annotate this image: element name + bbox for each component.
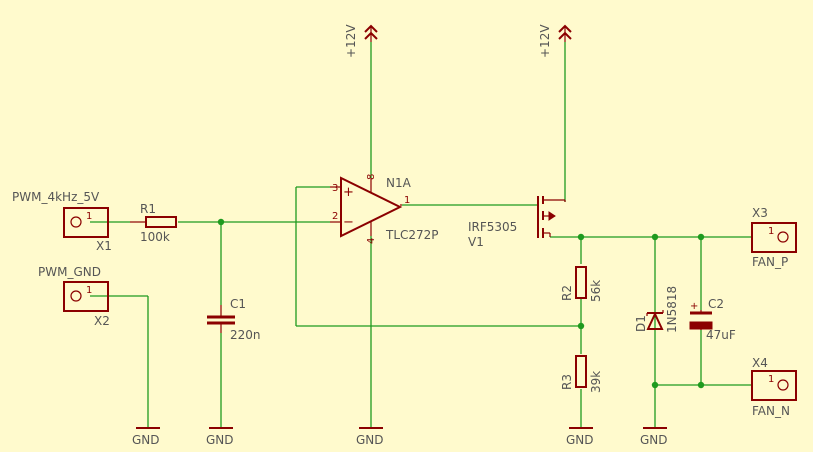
- connector-x2-name: X2: [94, 314, 110, 328]
- connector-x3-name: X3: [752, 206, 768, 220]
- opamp-minus-sign: −: [343, 215, 354, 230]
- supply-12v-opamp: +12V: [344, 24, 378, 58]
- connector-x3[interactable]: 1 X3 FAN_P: [751, 206, 797, 269]
- diode-d1[interactable]: D1 1N5818: [634, 286, 679, 333]
- opamp-pin-8: 8: [366, 174, 377, 180]
- supply-12v-label: +12V: [344, 24, 358, 58]
- resistor-r3[interactable]: R3 39k: [560, 355, 603, 393]
- capacitor-c2-value: 47uF: [706, 328, 736, 342]
- ground-symbol: GND: [132, 427, 160, 447]
- connector-x2-value: PWM_GND: [38, 265, 101, 279]
- opamp-pin-2: 2: [332, 211, 338, 222]
- connector-x4-value: FAN_N: [752, 404, 790, 418]
- resistor-r2[interactable]: R2 56k: [560, 266, 603, 302]
- ground-label: GND: [206, 433, 234, 447]
- ground-symbol: GND: [640, 427, 668, 447]
- junction-dot: [217, 218, 225, 226]
- connector-x1-pin: 1: [86, 211, 92, 222]
- opamp-value: TLC272P: [385, 228, 439, 242]
- resistor-r3-name: R3: [560, 374, 574, 390]
- junction-dot: [577, 233, 585, 241]
- capacitor-c2-plus: +: [690, 301, 698, 312]
- wires: [90, 42, 752, 428]
- resistor-r2-value: 56k: [589, 280, 603, 302]
- junction-dot: [697, 381, 705, 389]
- mosfet-value: IRF5305: [468, 220, 517, 234]
- capacitor-c2[interactable]: + C2 47uF: [689, 297, 736, 342]
- connector-x1[interactable]: 1 PWM_4kHz_5V X1: [12, 190, 112, 253]
- connector-x4-pin: 1: [768, 374, 774, 385]
- ground-symbol: GND: [206, 427, 234, 447]
- mosfet-v1[interactable]: IRF5305 V1: [468, 196, 566, 249]
- connector-x2-pin: 1: [86, 285, 92, 296]
- junction-dot: [577, 322, 585, 330]
- connector-x3-value: FAN_P: [752, 255, 788, 269]
- opamp-pin-3: 3: [332, 183, 338, 194]
- ground-label: GND: [356, 433, 384, 447]
- resistor-r2-name: R2: [560, 285, 574, 301]
- capacitor-c1-value: 220n: [230, 328, 261, 342]
- resistor-r1-value: 100k: [140, 230, 170, 244]
- ground-symbol: GND: [566, 427, 594, 447]
- junctions: [217, 218, 705, 389]
- opamp-pin-1: 1: [404, 195, 410, 206]
- ground-label: GND: [640, 433, 668, 447]
- diode-name: D1: [634, 315, 648, 332]
- capacitor-c1[interactable]: C1 220n: [207, 297, 261, 342]
- ground-label: GND: [566, 433, 594, 447]
- capacitor-c2-name: C2: [708, 297, 724, 311]
- opamp-n1a[interactable]: + − 3 2 1 8 4 N1A TLC272P: [330, 174, 439, 244]
- opamp-plus-sign: +: [343, 185, 354, 200]
- resistor-r3-value: 39k: [589, 371, 603, 393]
- ground-symbol: GND: [356, 427, 384, 447]
- connector-x1-name: X1: [96, 239, 112, 253]
- resistor-r1[interactable]: R1 100k: [130, 202, 177, 244]
- mosfet-name: V1: [468, 235, 484, 249]
- capacitor-c1-name: C1: [230, 297, 246, 311]
- connector-x4-name: X4: [752, 356, 768, 370]
- opamp-pin-4: 4: [366, 238, 377, 244]
- junction-dot: [651, 381, 659, 389]
- diode-value: 1N5818: [665, 286, 679, 333]
- opamp-name: N1A: [386, 176, 412, 190]
- resistor-r1-name: R1: [140, 202, 156, 216]
- connector-x3-pin: 1: [768, 226, 774, 237]
- ground-label: GND: [132, 433, 160, 447]
- connector-x4[interactable]: 1 X4 FAN_N: [751, 356, 797, 418]
- supply-12v-mosfet: +12V: [538, 24, 572, 58]
- junction-dot: [651, 233, 659, 241]
- supply-12v-label: +12V: [538, 24, 552, 58]
- connector-x1-value: PWM_4kHz_5V: [12, 190, 100, 204]
- connector-x2[interactable]: 1 PWM_GND X2: [38, 265, 110, 328]
- junction-dot: [697, 233, 705, 241]
